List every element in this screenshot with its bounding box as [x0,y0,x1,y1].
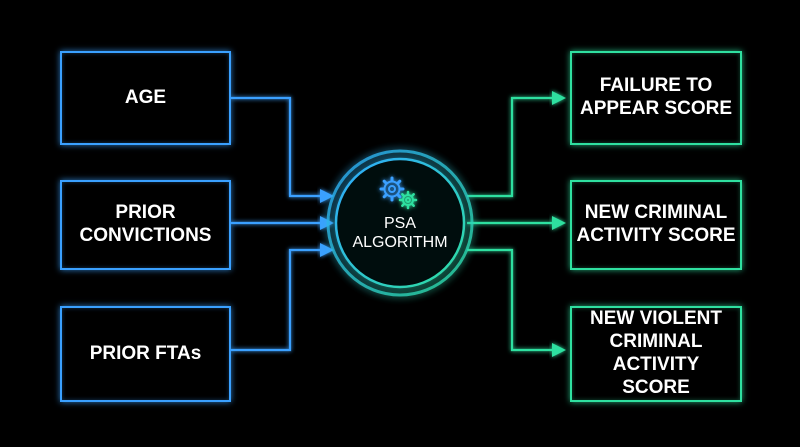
input-label-prior-ftas: PRIOR FTAs [89,342,202,364]
arrowhead-nvca-score [552,343,566,357]
output-box-new-criminal-activity: NEW CRIMINAL ACTIVITY SCORE [570,180,742,270]
output-box-failure-to-appear: FAILURE TO APPEAR SCORE [570,51,742,145]
connector-fta-score [467,96,552,198]
connector-age [231,96,322,198]
gears-icon [379,176,418,210]
input-label-prior-convictions: PRIOR CONVICTIONS [79,202,212,246]
input-label-age: AGE [124,86,167,108]
arrowhead-ftas [320,243,334,257]
arrowhead-fta-score [552,91,566,105]
arrowhead-age [320,189,334,203]
arrowhead-nca-score [552,216,566,230]
algorithm-node [326,149,474,297]
input-box-age: AGE [60,51,231,145]
connector-ftas [231,248,322,352]
output-label-new-violent-criminal-activity: NEW VIOLENT CRIMINAL ACTIVITY SCORE [590,308,722,398]
input-box-prior-ftas: PRIOR FTAs [60,306,231,402]
algorithm-label: PSA ALGORITHM [352,215,448,252]
output-box-new-violent-criminal-activity: NEW VIOLENT CRIMINAL ACTIVITY SCORE [570,306,742,402]
output-label-new-criminal-activity: NEW CRIMINAL ACTIVITY SCORE [576,202,736,246]
output-label-failure-to-appear: FAILURE TO APPEAR SCORE [579,75,733,119]
input-box-prior-convictions: PRIOR CONVICTIONS [60,180,231,270]
connector-nvca-score [467,248,552,352]
